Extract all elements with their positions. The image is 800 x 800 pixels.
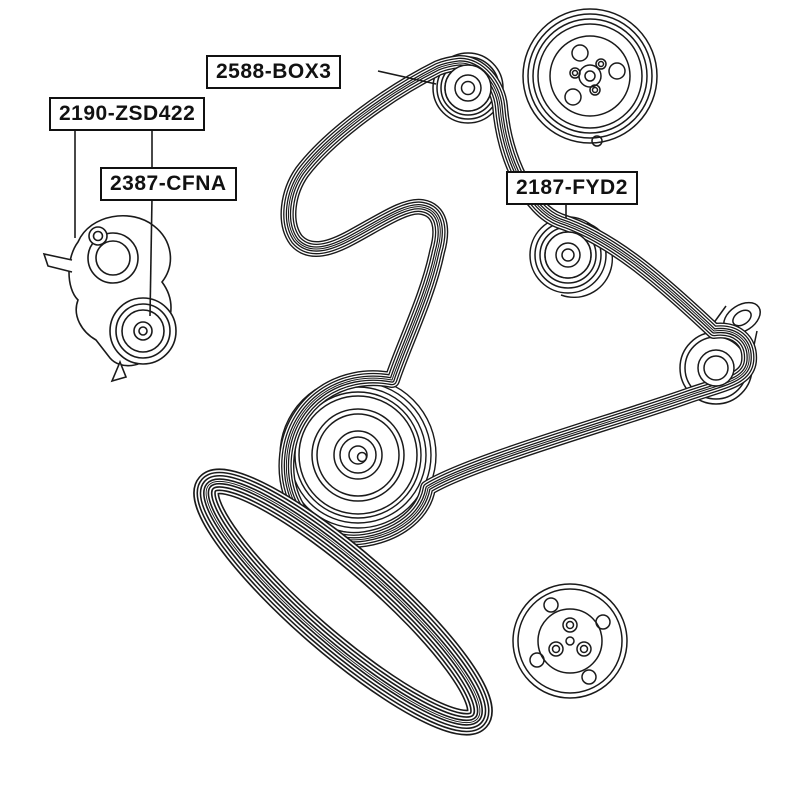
leader-2588	[377, 70, 437, 85]
right-stub-pulley-hub	[697, 349, 735, 387]
idler-pulley-right-hub	[544, 231, 592, 279]
leader-lines	[74, 70, 567, 317]
belt-tensioner	[42, 214, 177, 383]
label-2588-box3: 2588-BOX3	[206, 55, 342, 89]
tensioner-pulley	[109, 297, 177, 365]
idler-pulley-top-hub	[444, 64, 492, 112]
water-pump-pulley	[512, 583, 628, 699]
label-2187-fyd2: 2187-FYD2	[506, 171, 638, 205]
leader-2387	[149, 197, 153, 317]
label-2387-cfna: 2387-CFNA	[100, 167, 237, 201]
label-2190-zsd422: 2190-ZSD422	[49, 97, 206, 131]
crankshaft-pulley-hub	[298, 395, 418, 515]
compressor-pulley	[522, 8, 658, 147]
